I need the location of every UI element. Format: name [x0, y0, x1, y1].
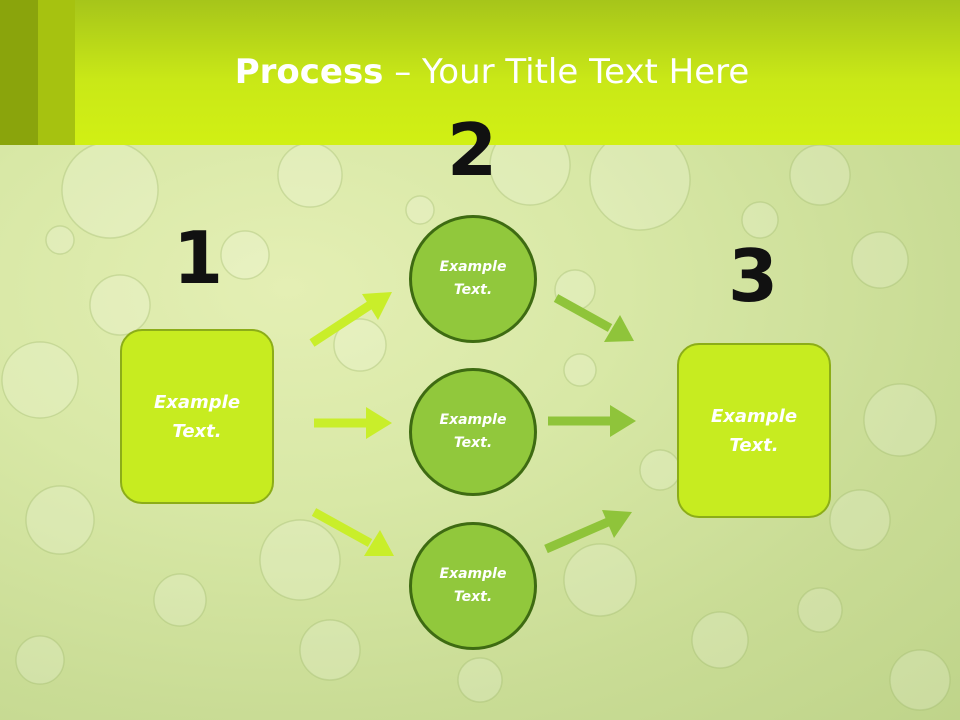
header-stripe-mid — [38, 0, 75, 145]
title-rest: – Your Title Text Here — [383, 52, 750, 92]
header-band — [0, 0, 960, 145]
slide-title: Process – Your Title Text Here — [0, 52, 960, 92]
arrow-to-top-circle — [309, 292, 392, 347]
step-number-2: 2 — [446, 108, 498, 192]
arrow-from-top-circle — [553, 294, 634, 342]
title-bold: Process — [234, 52, 384, 92]
step-number-3: 3 — [727, 234, 779, 318]
step-3-box: Example Text. — [677, 343, 831, 518]
step-3-text: Example Text. — [710, 405, 798, 456]
circle-middle-text: Example Text. — [439, 412, 507, 451]
step-2-circle-bottom: Example Text. — [409, 522, 537, 650]
circle-bottom-text: Example Text. — [439, 566, 507, 605]
arrow-from-middle-circle — [548, 405, 636, 437]
step-1-text: Example Text. — [153, 391, 241, 442]
step-2-circle-middle: Example Text. — [409, 368, 537, 496]
arrow-to-bottom-circle — [311, 508, 394, 556]
header-stripe-dark — [0, 0, 38, 145]
step-2-circle-top: Example Text. — [409, 215, 537, 343]
step-number-1: 1 — [172, 216, 224, 300]
arrow-to-middle-circle — [314, 407, 392, 439]
arrow-from-bottom-circle — [544, 510, 632, 554]
step-1-box: Example Text. — [120, 329, 274, 504]
circle-top-text: Example Text. — [439, 259, 507, 298]
